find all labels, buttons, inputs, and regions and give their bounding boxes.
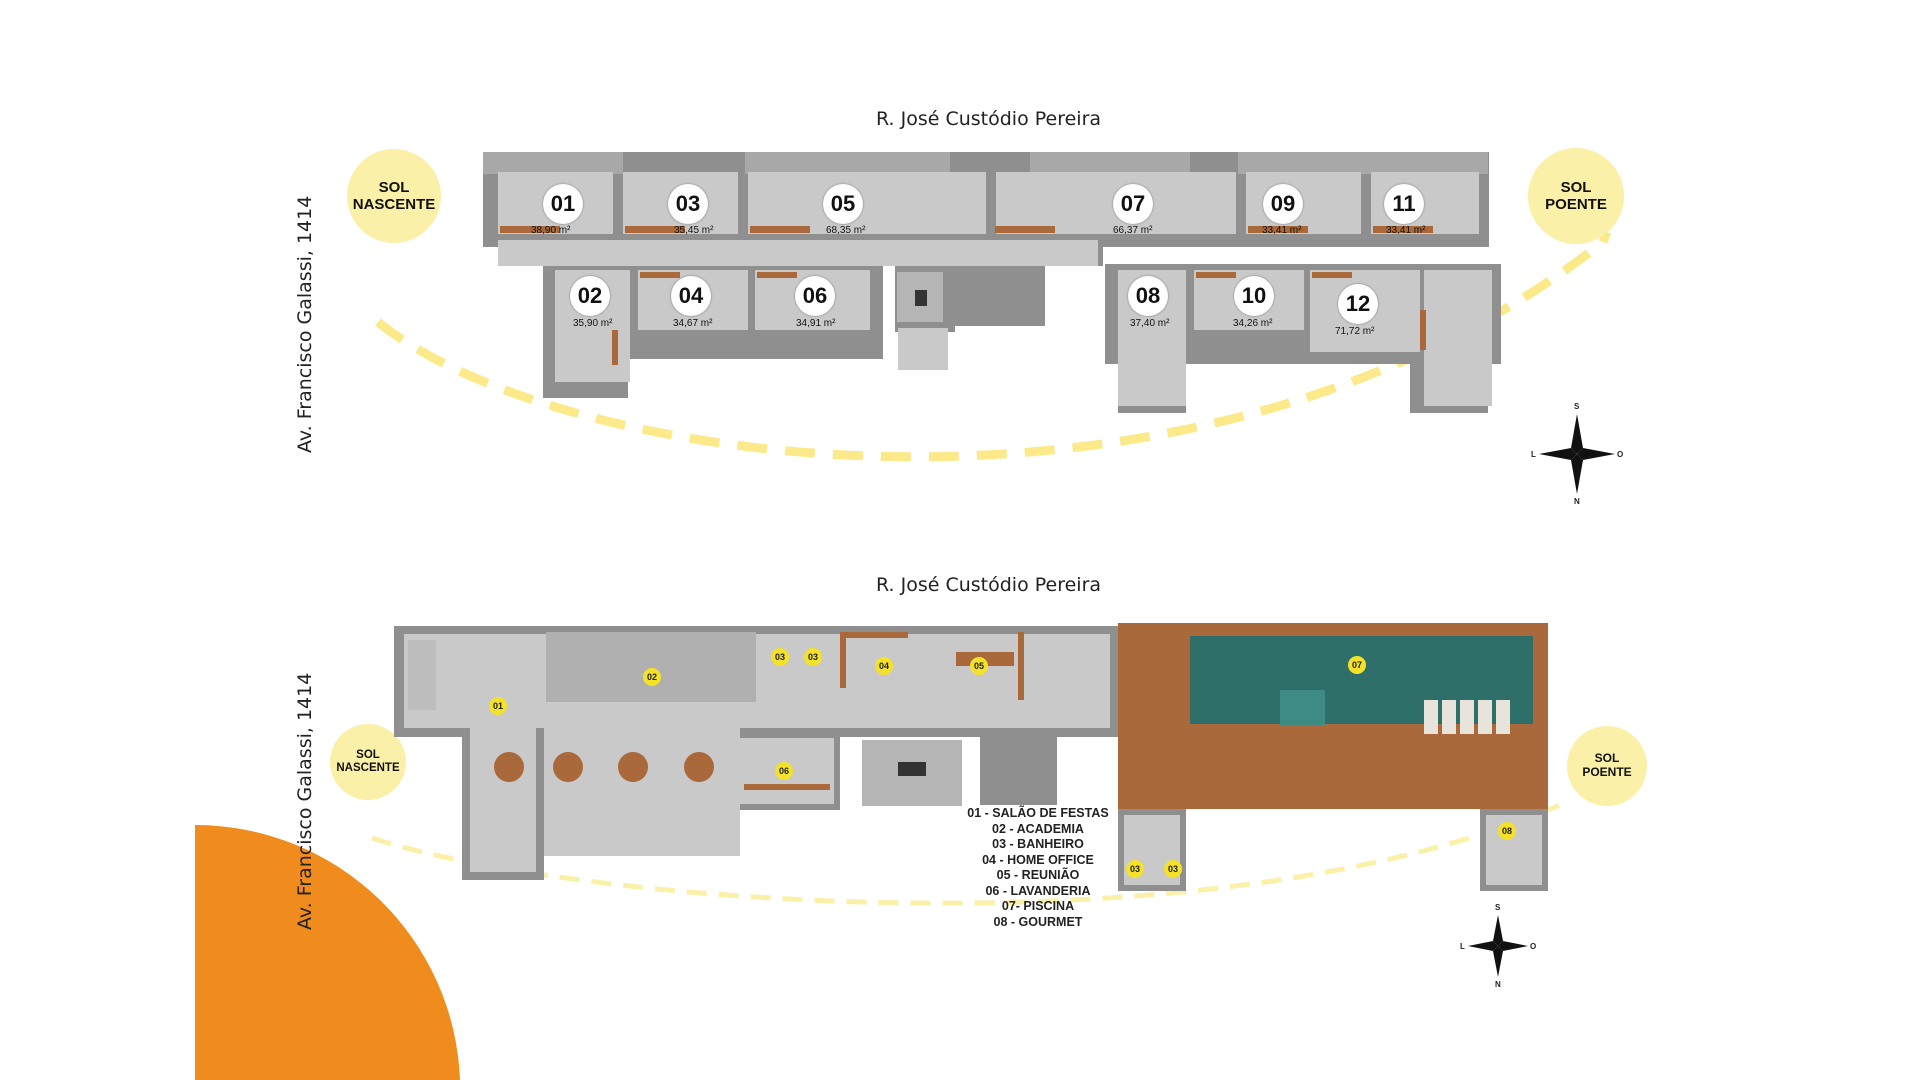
top-street-label: R. José Custódio Pereira <box>876 108 1102 130</box>
unit-badge-01: 01 <box>543 184 583 224</box>
badge-banheiro-4: 03 <box>1164 860 1182 878</box>
legend-item: 05 - REUNIÃO <box>996 868 1080 882</box>
bottom-sun-west: SOL POENTE <box>1567 726 1647 806</box>
unit-area-04: 34,67 m² <box>673 318 713 329</box>
unit-badge-08: 08 <box>1128 276 1168 316</box>
sun-west-line1: SOL <box>1560 178 1592 196</box>
unit-area-07: 66,37 m² <box>1113 225 1153 236</box>
unit-badge-07: 07 <box>1113 184 1153 224</box>
legend-item: 08 - GOURMET <box>993 914 1083 929</box>
sun-east-line1: SOL <box>378 178 410 196</box>
unit-area-06: 34,91 m² <box>796 318 836 329</box>
unit-area-02: 35,90 m² <box>573 318 613 329</box>
sun-east-line2: NASCENTE <box>352 196 436 213</box>
legend-item: 06 - LAVANDERIA <box>985 883 1091 898</box>
badge-banheiro-3: 03 <box>1126 860 1144 878</box>
badge-reuniao: 05 <box>970 657 988 675</box>
bottom-sun-west-line1: SOL <box>1594 751 1620 766</box>
unit-badge-09: 09 <box>1263 184 1303 224</box>
bottom-compass-s: N <box>1495 980 1501 989</box>
amenity-legend: 01 - SALÃO DE FESTAS 02 - ACADEMIA 03 - … <box>962 806 1114 930</box>
bottom-street-label: R. José Custódio Pereira <box>876 574 1102 596</box>
unit-area-11: 33,41 m² <box>1386 225 1426 236</box>
compass-rose-icon <box>1468 915 1528 977</box>
bottom-sun-east-line2: NASCENTE <box>336 762 400 774</box>
bottom-compass: S N L O <box>1460 903 1536 989</box>
top-compass-w: L <box>1531 450 1536 459</box>
unit-area-10: 34,26 m² <box>1233 318 1273 329</box>
unit-area-05: 68,35 m² <box>826 225 866 236</box>
unit-area-03: 35,45 m² <box>674 225 714 236</box>
unit-badge-03: 03 <box>668 184 708 224</box>
legend-item: 07- PISCINA <box>1001 899 1075 913</box>
top-compass-n: S <box>1574 402 1580 411</box>
bottom-sun-east-line1: SOL <box>356 748 380 761</box>
unit-badge-02: 02 <box>570 276 610 316</box>
legend-item: 02 - ACADEMIA <box>992 821 1084 836</box>
unit-badge-06: 06 <box>795 276 835 316</box>
unit-area-09: 33,41 m² <box>1262 225 1302 236</box>
badge-piscina: 07 <box>1348 656 1366 674</box>
top-sun-east: SOL NASCENTE <box>347 149 441 243</box>
unit-area-01: 38,90 m² <box>531 225 571 236</box>
unit-badge-04: 04 <box>671 276 711 316</box>
badge-banheiro-1: 03 <box>771 648 789 666</box>
unit-badge-12: 12 <box>1338 284 1378 324</box>
top-compass-s: N <box>1574 497 1580 506</box>
bottom-sun-west-line2: POENTE <box>1582 765 1632 779</box>
bottom-sun-east: SOL NASCENTE <box>330 724 406 800</box>
badge-home-office: 04 <box>875 657 893 675</box>
top-compass: S N L O <box>1531 400 1623 508</box>
unit-area-08: 37,40 m² <box>1130 318 1170 329</box>
bottom-compass-n: S <box>1495 903 1501 912</box>
unit-badge-05: 05 <box>823 184 863 224</box>
unit-area-12: 71,72 m² <box>1335 326 1375 337</box>
legend-item: 04 - HOME OFFICE <box>982 852 1094 867</box>
badge-academia: 02 <box>643 668 661 686</box>
legend-item: 01 - SALÃO DE FESTAS <box>967 806 1109 820</box>
badge-banheiro-2: 03 <box>804 648 822 666</box>
unit-badge-11: 11 <box>1384 184 1424 224</box>
compass-rose-icon <box>1539 414 1615 494</box>
bottom-compass-e: O <box>1530 942 1537 951</box>
top-compass-e: O <box>1617 450 1624 459</box>
sun-west-line2: POENTE <box>1545 196 1607 213</box>
badge-lavanderia: 06 <box>775 762 793 780</box>
badge-gourmet: 08 <box>1498 822 1516 840</box>
unit-badge-10: 10 <box>1234 276 1274 316</box>
badge-salao: 01 <box>489 697 507 715</box>
top-sun-west: SOL POENTE <box>1528 148 1624 244</box>
bottom-compass-w: L <box>1460 942 1465 951</box>
legend-item: 03 - BANHEIRO <box>992 837 1084 851</box>
